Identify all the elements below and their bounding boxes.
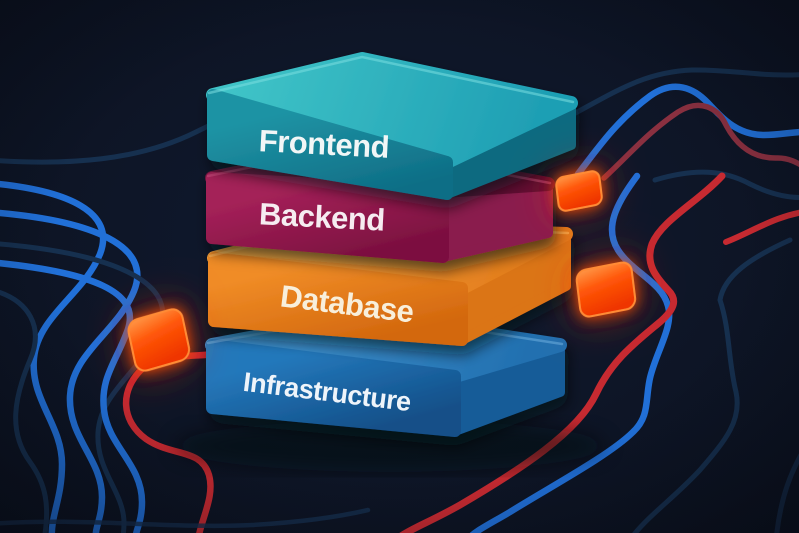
connector-node-left: [127, 308, 191, 372]
connector-node-left-shape: [127, 308, 191, 372]
stack-ground-shadow: [175, 420, 605, 472]
layer-frontend-label: Frontend: [258, 123, 390, 165]
layer-infrastructure-front: [206, 339, 461, 437]
connector-node-right-upper: [555, 170, 603, 212]
layer-frontend-front: [207, 89, 453, 200]
connector-node-right-lower-shape: [575, 261, 637, 318]
connector-node-right-lower: [575, 261, 637, 318]
layer-backend-front: [206, 172, 449, 263]
connector-node-right-upper-shape: [555, 170, 603, 212]
layer-backend-label: Backend: [258, 196, 385, 238]
layer-frontend-rim: [207, 55, 575, 104]
layer-frontend: Frontend: [206, 52, 578, 200]
layer-database-front: [208, 252, 468, 346]
